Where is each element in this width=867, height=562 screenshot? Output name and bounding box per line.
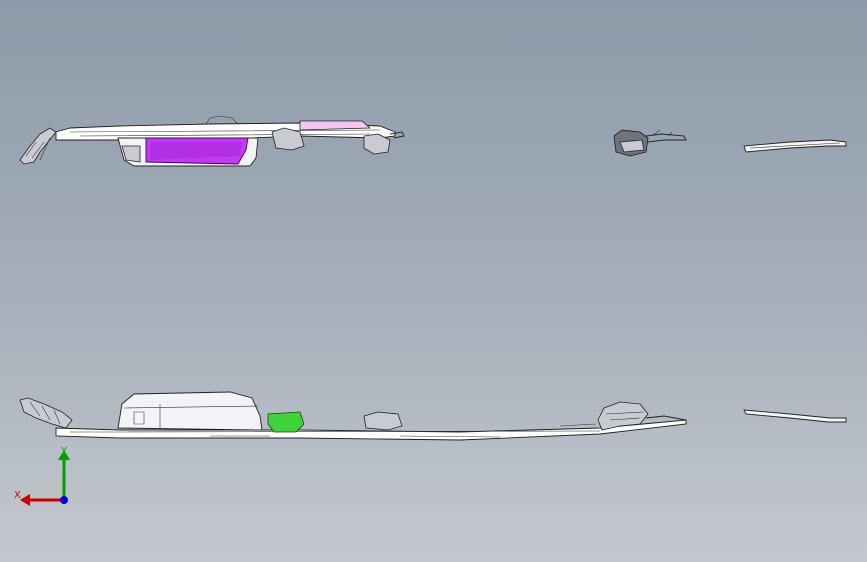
x-axis-arrow-icon (20, 494, 30, 506)
front-tray (117, 391, 263, 431)
rail-edges (69, 129, 381, 137)
front-view-strip[interactable] (743, 409, 847, 423)
bracket-flange (645, 133, 687, 143)
tray-pocket (121, 145, 141, 163)
front-view-main-part[interactable] (19, 391, 687, 441)
front-tray-details (123, 404, 259, 428)
bracket-face (619, 139, 645, 153)
magenta-tray-surface (145, 137, 249, 165)
bracket-clips (651, 129, 673, 137)
green-accent-line (559, 423, 597, 427)
strip-top (743, 139, 847, 153)
front-boss (363, 411, 403, 431)
top-view-main-part[interactable] (19, 115, 405, 167)
front-main-rail (55, 419, 687, 441)
left-duct-ribs (25, 137, 51, 161)
pink-pad (299, 120, 372, 131)
y-axis-label: Y (60, 446, 68, 457)
left-duct-top (19, 127, 57, 165)
coordinate-triad: Y X (14, 446, 70, 506)
top-view-strip[interactable] (743, 139, 847, 153)
front-right-tab (645, 415, 687, 421)
green-clip-part (267, 411, 305, 433)
magenta-tray-shade (150, 142, 242, 160)
y-axis-arrow-icon (58, 450, 70, 460)
boss-2 (363, 133, 391, 155)
boss-1 (271, 127, 305, 151)
front-rail-edges (69, 430, 601, 438)
front-strip (743, 409, 847, 423)
right-tab (389, 131, 405, 139)
x-axis-label: X (14, 490, 21, 501)
triad-plane (33, 477, 64, 502)
clip-ring (205, 115, 239, 125)
z-axis-dot-icon (60, 496, 68, 504)
top-view-side-bracket[interactable] (613, 129, 687, 157)
front-duct-ribs (29, 401, 61, 425)
front-right-duct (597, 401, 649, 431)
front-right-duct-edges (605, 411, 645, 421)
strip-edge (749, 142, 841, 149)
